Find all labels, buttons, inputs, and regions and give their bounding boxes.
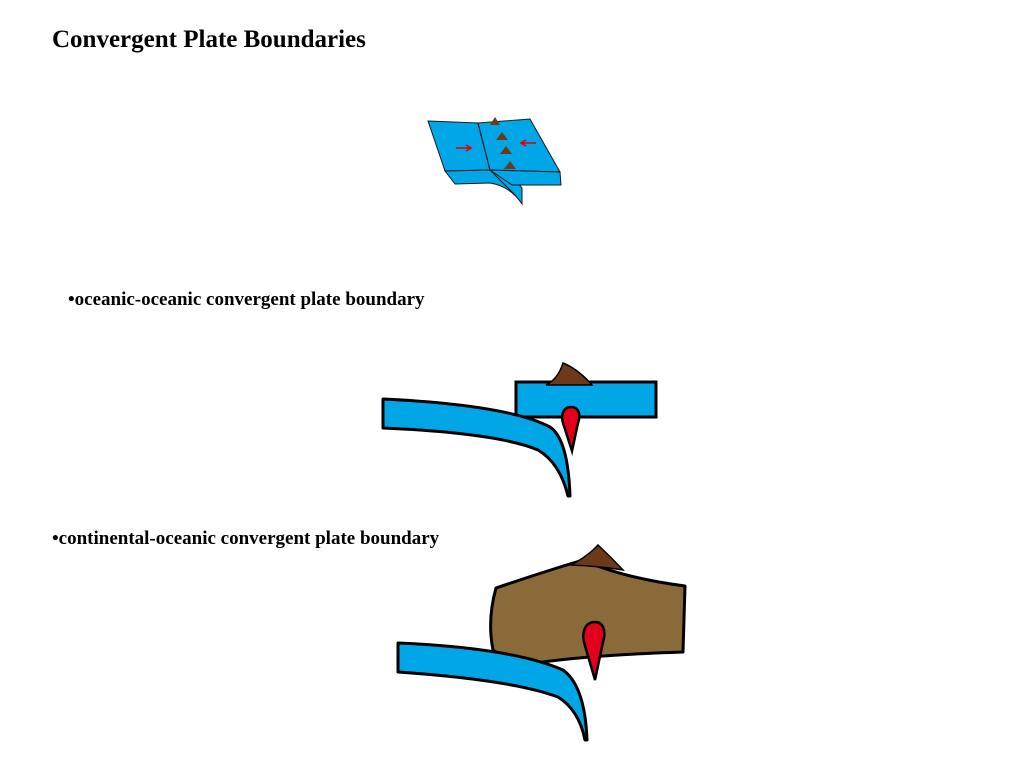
volcano-icon: [545, 362, 594, 386]
volcano-icon: [490, 117, 500, 125]
bullet-continental-oceanic: •continental-oceanic convergent plate bo…: [52, 528, 440, 549]
right-plate-surface: [477, 118, 561, 173]
subducting-oceanic-plate: [381, 397, 572, 498]
volcano-icon: [504, 161, 516, 169]
plate-block-diagram: [427, 117, 562, 206]
arrow-right-icon: [456, 144, 473, 152]
bullet-oceanic-oceanic: •oceanic-oceanic convergent plate bounda…: [68, 289, 425, 310]
continental-oceanic-cross-section: [396, 543, 687, 742]
magma-plume: [582, 620, 606, 681]
volcano-icon: [568, 543, 626, 572]
trench-line: [477, 122, 517, 197]
overriding-oceanic-plate: [514, 380, 658, 419]
volcano-icon: [500, 146, 512, 154]
slide-title: Convergent Plate Boundaries: [52, 26, 366, 53]
right-plate-front: [488, 169, 562, 186]
volcano-icon: [496, 132, 508, 140]
subducting-oceanic-plate: [396, 641, 589, 742]
arrow-left-icon: [519, 139, 536, 147]
oceanic-oceanic-cross-section: [381, 362, 658, 498]
magma-plume: [560, 405, 581, 456]
